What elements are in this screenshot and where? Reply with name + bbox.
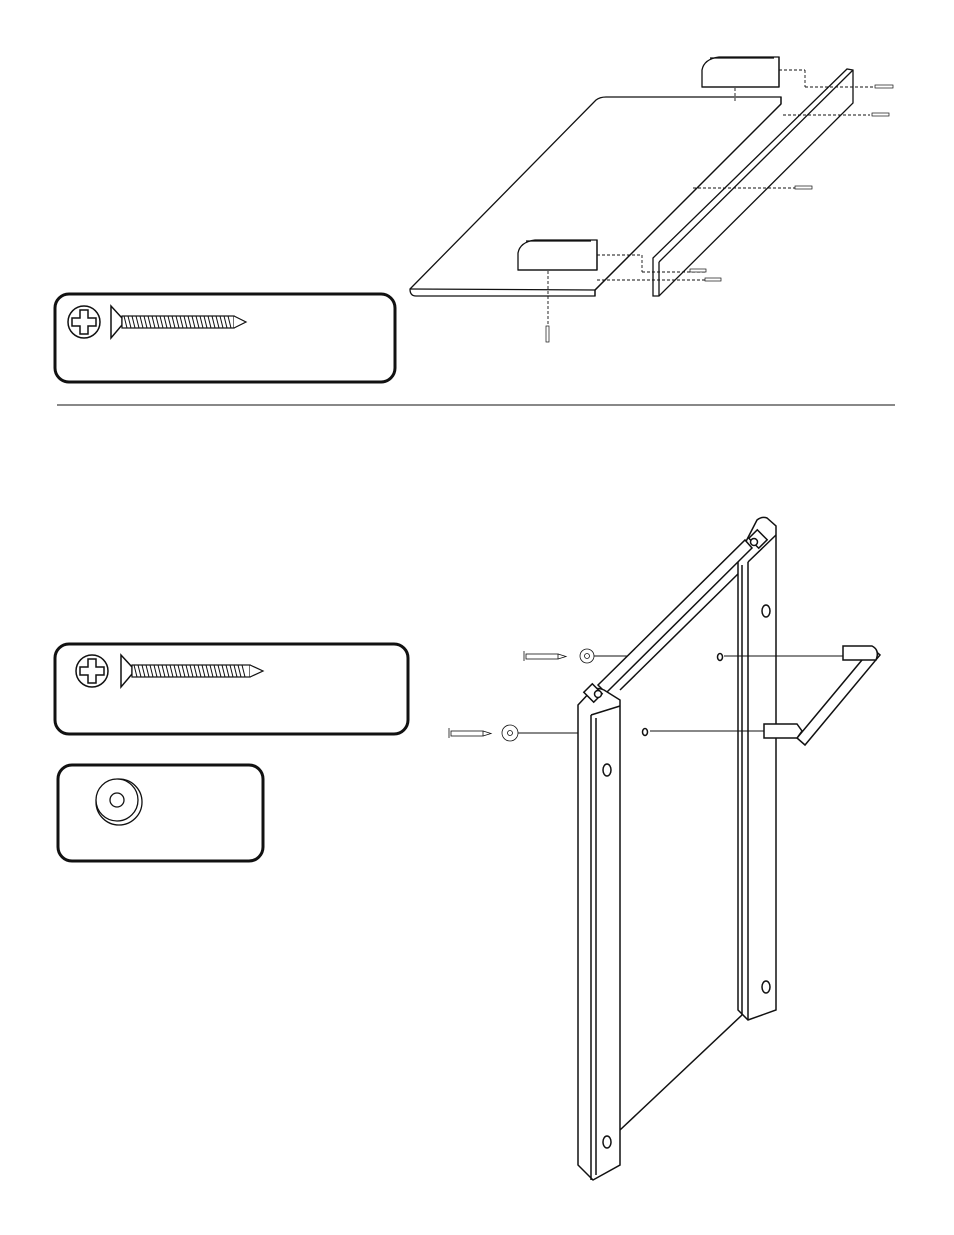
guide-lines (518, 656, 843, 733)
cleat-front (518, 240, 597, 270)
cross-rod-bottom (764, 646, 880, 745)
bottom-step (449, 517, 880, 1180)
cross-rod-top (598, 540, 752, 693)
frame-side-left (578, 684, 620, 1180)
frame-side-right (738, 517, 776, 1020)
washer-icon (96, 779, 142, 825)
pilot-hole (643, 729, 648, 736)
screw-washer-callouts (449, 649, 594, 741)
top-step (410, 57, 893, 342)
phillips-head-icon (68, 306, 100, 338)
pilot-hole (718, 654, 723, 661)
hardware-box-washer (58, 765, 263, 861)
hardware-box-top (55, 294, 395, 382)
hardware-box-screw (55, 644, 408, 734)
cleat-back (702, 57, 779, 87)
phillips-head-icon (76, 655, 108, 687)
